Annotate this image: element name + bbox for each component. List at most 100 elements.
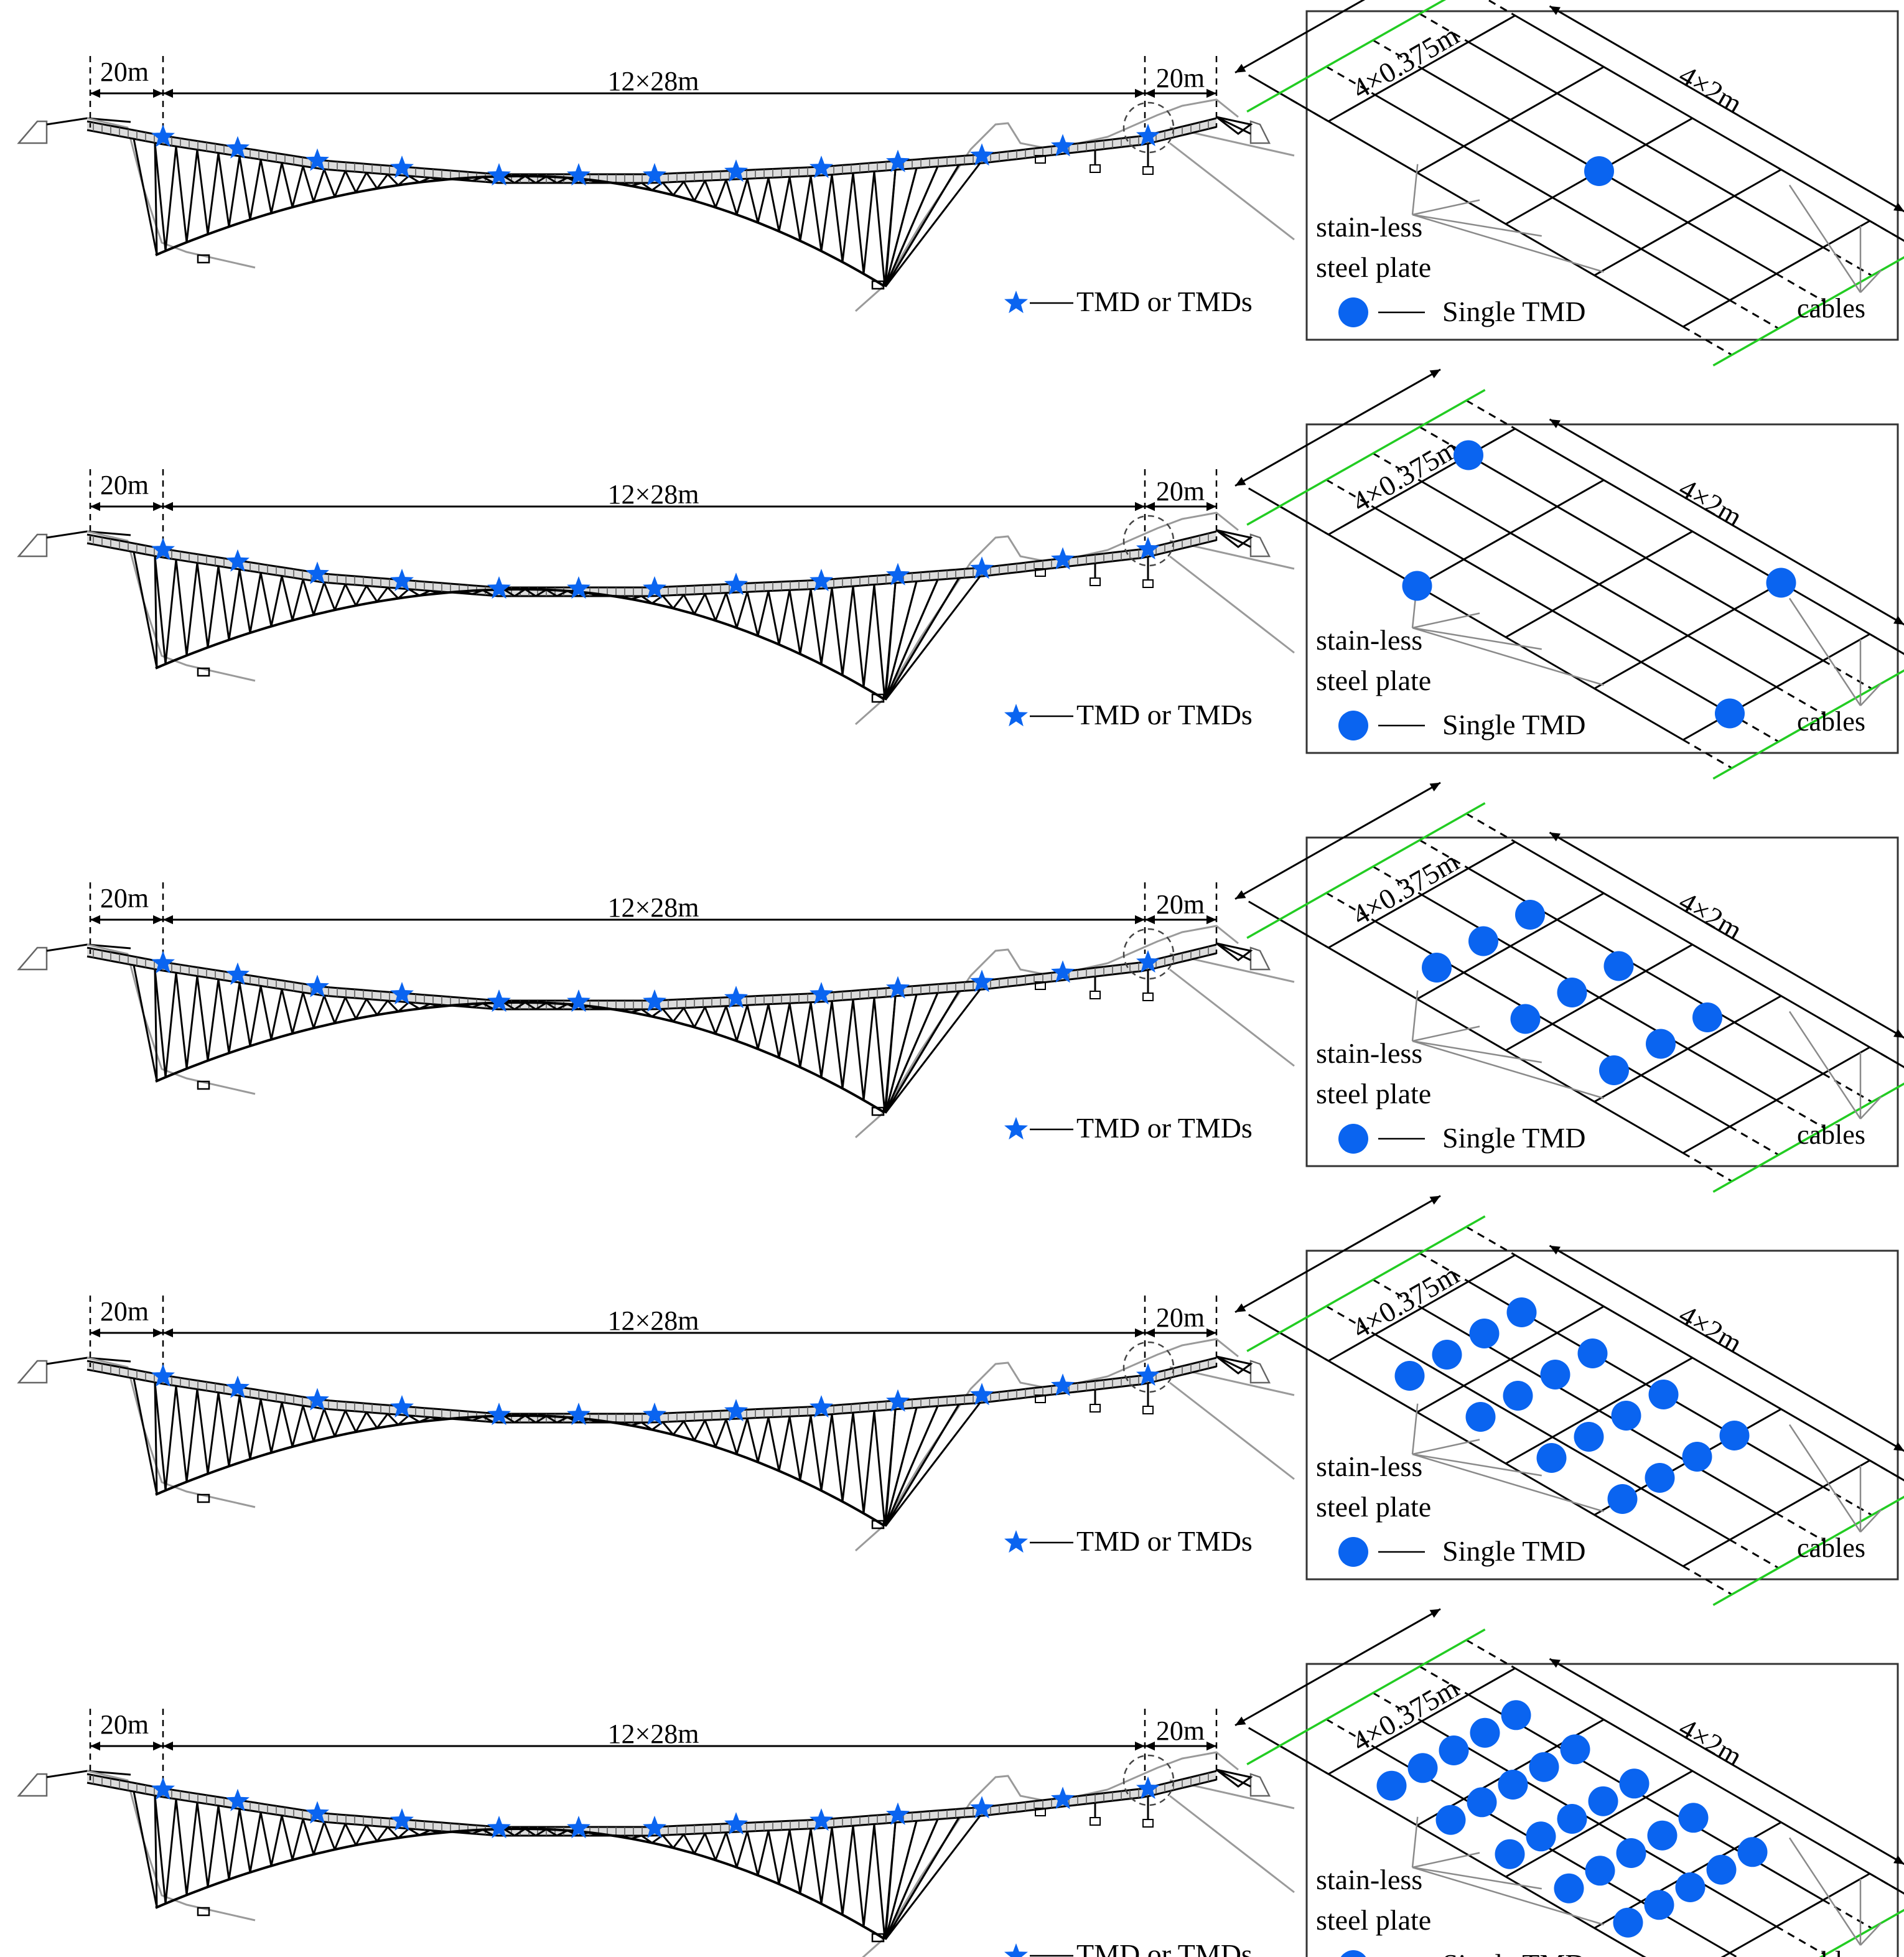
truss-diagonal (588, 1005, 600, 1011)
truss-diagonal (398, 1001, 409, 1012)
truss-diagonal (757, 1830, 770, 1876)
truss-diagonal (429, 176, 441, 181)
truss-diagonal (884, 1409, 897, 1526)
approach-right-brace (1216, 1768, 1251, 1788)
truss-diagonal (778, 1416, 791, 1472)
tmd-star (1136, 950, 1160, 973)
truss-diagonal (175, 1799, 188, 1895)
truss-diagonal (735, 1004, 749, 1042)
truss-diagonal (355, 998, 368, 1019)
arrowhead (1235, 890, 1246, 899)
arrowhead (1145, 502, 1155, 511)
tmd-circle (1515, 900, 1545, 930)
pier-foot (1090, 991, 1101, 999)
right-abutment (1249, 946, 1271, 971)
truss-diagonal (630, 1421, 642, 1427)
right-ground (862, 1751, 1239, 1957)
approach-right-brace (1216, 942, 1251, 961)
plate-label-1: stain-less (1316, 1037, 1422, 1069)
truss-diagonal (408, 1414, 420, 1423)
tmd-circle (1607, 1484, 1638, 1514)
dashed-extension (1682, 1152, 1733, 1182)
tmd-star (886, 976, 910, 999)
truss-diagonal (831, 587, 844, 676)
truss-diagonal (683, 1007, 696, 1028)
truss-diagonal (461, 591, 473, 596)
dim-label-left: 20m (100, 57, 149, 87)
cable-edge-top (1246, 802, 1486, 939)
truss-diagonal (735, 1418, 749, 1455)
tmd-star (970, 556, 994, 579)
arrowhead (1429, 1195, 1440, 1205)
truss-diagonal (630, 595, 642, 600)
tmd-circle (1644, 1890, 1674, 1920)
tmd-star (643, 576, 666, 599)
truss-diagonal (365, 998, 378, 1016)
pier-foot (1035, 568, 1046, 577)
truss-diagonal (302, 1405, 315, 1442)
dashed-extension (1486, 0, 1516, 17)
truss-diagonal (556, 177, 568, 184)
plate-grid-line (1505, 530, 1693, 638)
truss-diagonal (620, 595, 632, 600)
truss-diagonal (472, 589, 483, 596)
truss-diagonal (249, 572, 262, 633)
dashed-extension (1729, 712, 1780, 743)
tmd-star (151, 538, 175, 561)
arrowhead (90, 1741, 100, 1751)
plate-leader (1412, 1453, 1604, 1513)
dashed-extension (1776, 1099, 1826, 1129)
tmd-circle (1692, 1002, 1722, 1032)
truss-diagonal (440, 1831, 452, 1834)
tmd-star (810, 156, 833, 179)
arrowhead (1235, 1303, 1246, 1312)
dashed-extension (1682, 1565, 1733, 1595)
truss-diagonal (249, 1812, 262, 1873)
dim-label-right: 20m (1156, 63, 1205, 93)
plate-leader (1412, 1025, 1480, 1042)
truss-diagonal (884, 996, 897, 1113)
truss-diagonal (693, 593, 706, 615)
truss-diagonal (556, 1829, 568, 1837)
tmd-star (226, 1788, 250, 1811)
truss-diagonal (799, 175, 812, 241)
arrowhead (1429, 369, 1440, 378)
truss-diagonal (154, 556, 158, 668)
pier-foot (1142, 579, 1154, 588)
arrowhead (1549, 832, 1561, 842)
truss-diagonal (725, 1006, 738, 1042)
arch-foot-right (871, 1520, 885, 1530)
truss-diagonal (746, 1004, 759, 1050)
truss-diagonal (884, 582, 897, 700)
legend-star-icon (1004, 704, 1028, 727)
truss-diagonal (450, 1417, 462, 1420)
truss-diagonal (757, 1417, 770, 1463)
arrowhead (90, 915, 100, 925)
arrowhead (153, 1741, 163, 1751)
tmd-star (724, 1399, 748, 1422)
tmd-circle (1454, 440, 1483, 470)
truss-diagonal (133, 964, 158, 1081)
truss-diagonal (482, 176, 494, 184)
truss-diagonal (482, 1002, 494, 1010)
dim-label-main: 12×28m (607, 1305, 699, 1336)
cable-edge-top (1246, 0, 1447, 113)
cable-edge-bottom (1712, 1082, 1904, 1193)
tmd-circle (1465, 1402, 1496, 1432)
truss-diagonal (185, 1802, 198, 1895)
truss-diagonal (535, 589, 547, 597)
truss-diagonal (778, 589, 791, 645)
tmd-star (970, 143, 994, 166)
legend-star-icon (1004, 1117, 1028, 1140)
dashed-extension (1776, 1512, 1826, 1543)
plate-edge (1869, 633, 1904, 655)
tmd-star (724, 1812, 748, 1835)
legend-star-icon (1004, 1943, 1028, 1957)
tmd-star (643, 1815, 666, 1839)
truss-diagonal (503, 1415, 515, 1424)
truss-diagonal (588, 592, 600, 597)
detail-marker-circle (1122, 101, 1175, 154)
dashed-extension (1776, 1925, 1826, 1956)
truss-diagonal (185, 563, 198, 656)
